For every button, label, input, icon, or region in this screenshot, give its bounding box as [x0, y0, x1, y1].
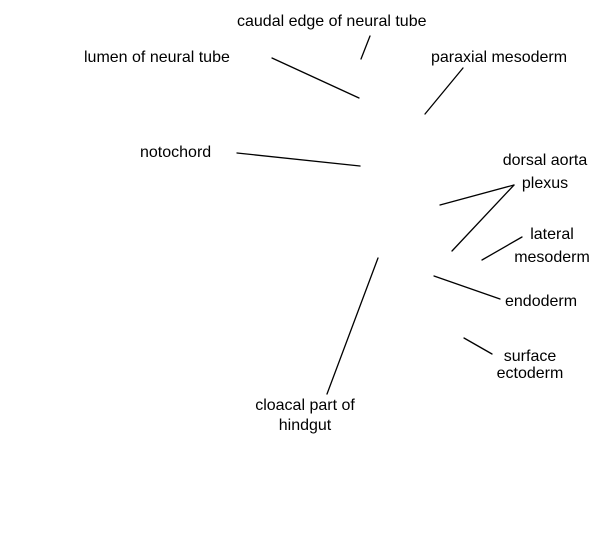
leader-line-dorsal-aorta-b — [451, 184, 515, 252]
label-dorsal-aorta-line1: dorsal aorta — [502, 152, 588, 169]
leader-line-endoderm — [433, 275, 501, 300]
label-dorsal-aorta-line2: plexus — [521, 175, 569, 192]
label-lateral-line2: mesoderm — [514, 249, 590, 266]
label-paraxial-mesoderm: paraxial mesoderm — [431, 49, 568, 66]
label-endoderm: endoderm — [505, 293, 578, 310]
leader-line-notochord — [236, 152, 361, 167]
label-notochord: notochord — [140, 144, 212, 161]
label-caudal-edge: caudal edge of neural tube — [237, 13, 427, 30]
label-lateral-line1: lateral — [530, 226, 574, 243]
label-cloacal-line2: hindgut — [278, 417, 332, 434]
label-surface-line1: surface — [503, 348, 557, 365]
leader-line-dorsal-aorta-a — [439, 184, 515, 206]
leader-line-caudal-edge — [360, 35, 371, 60]
leader-line-cloacal — [326, 257, 379, 395]
leader-line-paraxial — [424, 67, 464, 115]
label-dorsal-aorta-plexus: dorsal aorta plexus — [490, 151, 600, 193]
label-cloacal-line1: cloacal part of — [255, 397, 355, 414]
label-lateral-mesoderm: lateral mesoderm — [502, 225, 600, 267]
label-surface-ectoderm: surface ectoderm — [480, 347, 580, 383]
label-surface-line2: ectoderm — [496, 365, 564, 382]
leader-line-lateral-mesoderm — [481, 236, 523, 261]
leader-line-lumen — [271, 57, 360, 99]
leader-line-surface-ectoderm — [463, 337, 493, 355]
label-cloacal-hindgut: cloacal part of hindgut — [230, 396, 380, 435]
label-lumen: lumen of neural tube — [84, 49, 230, 66]
